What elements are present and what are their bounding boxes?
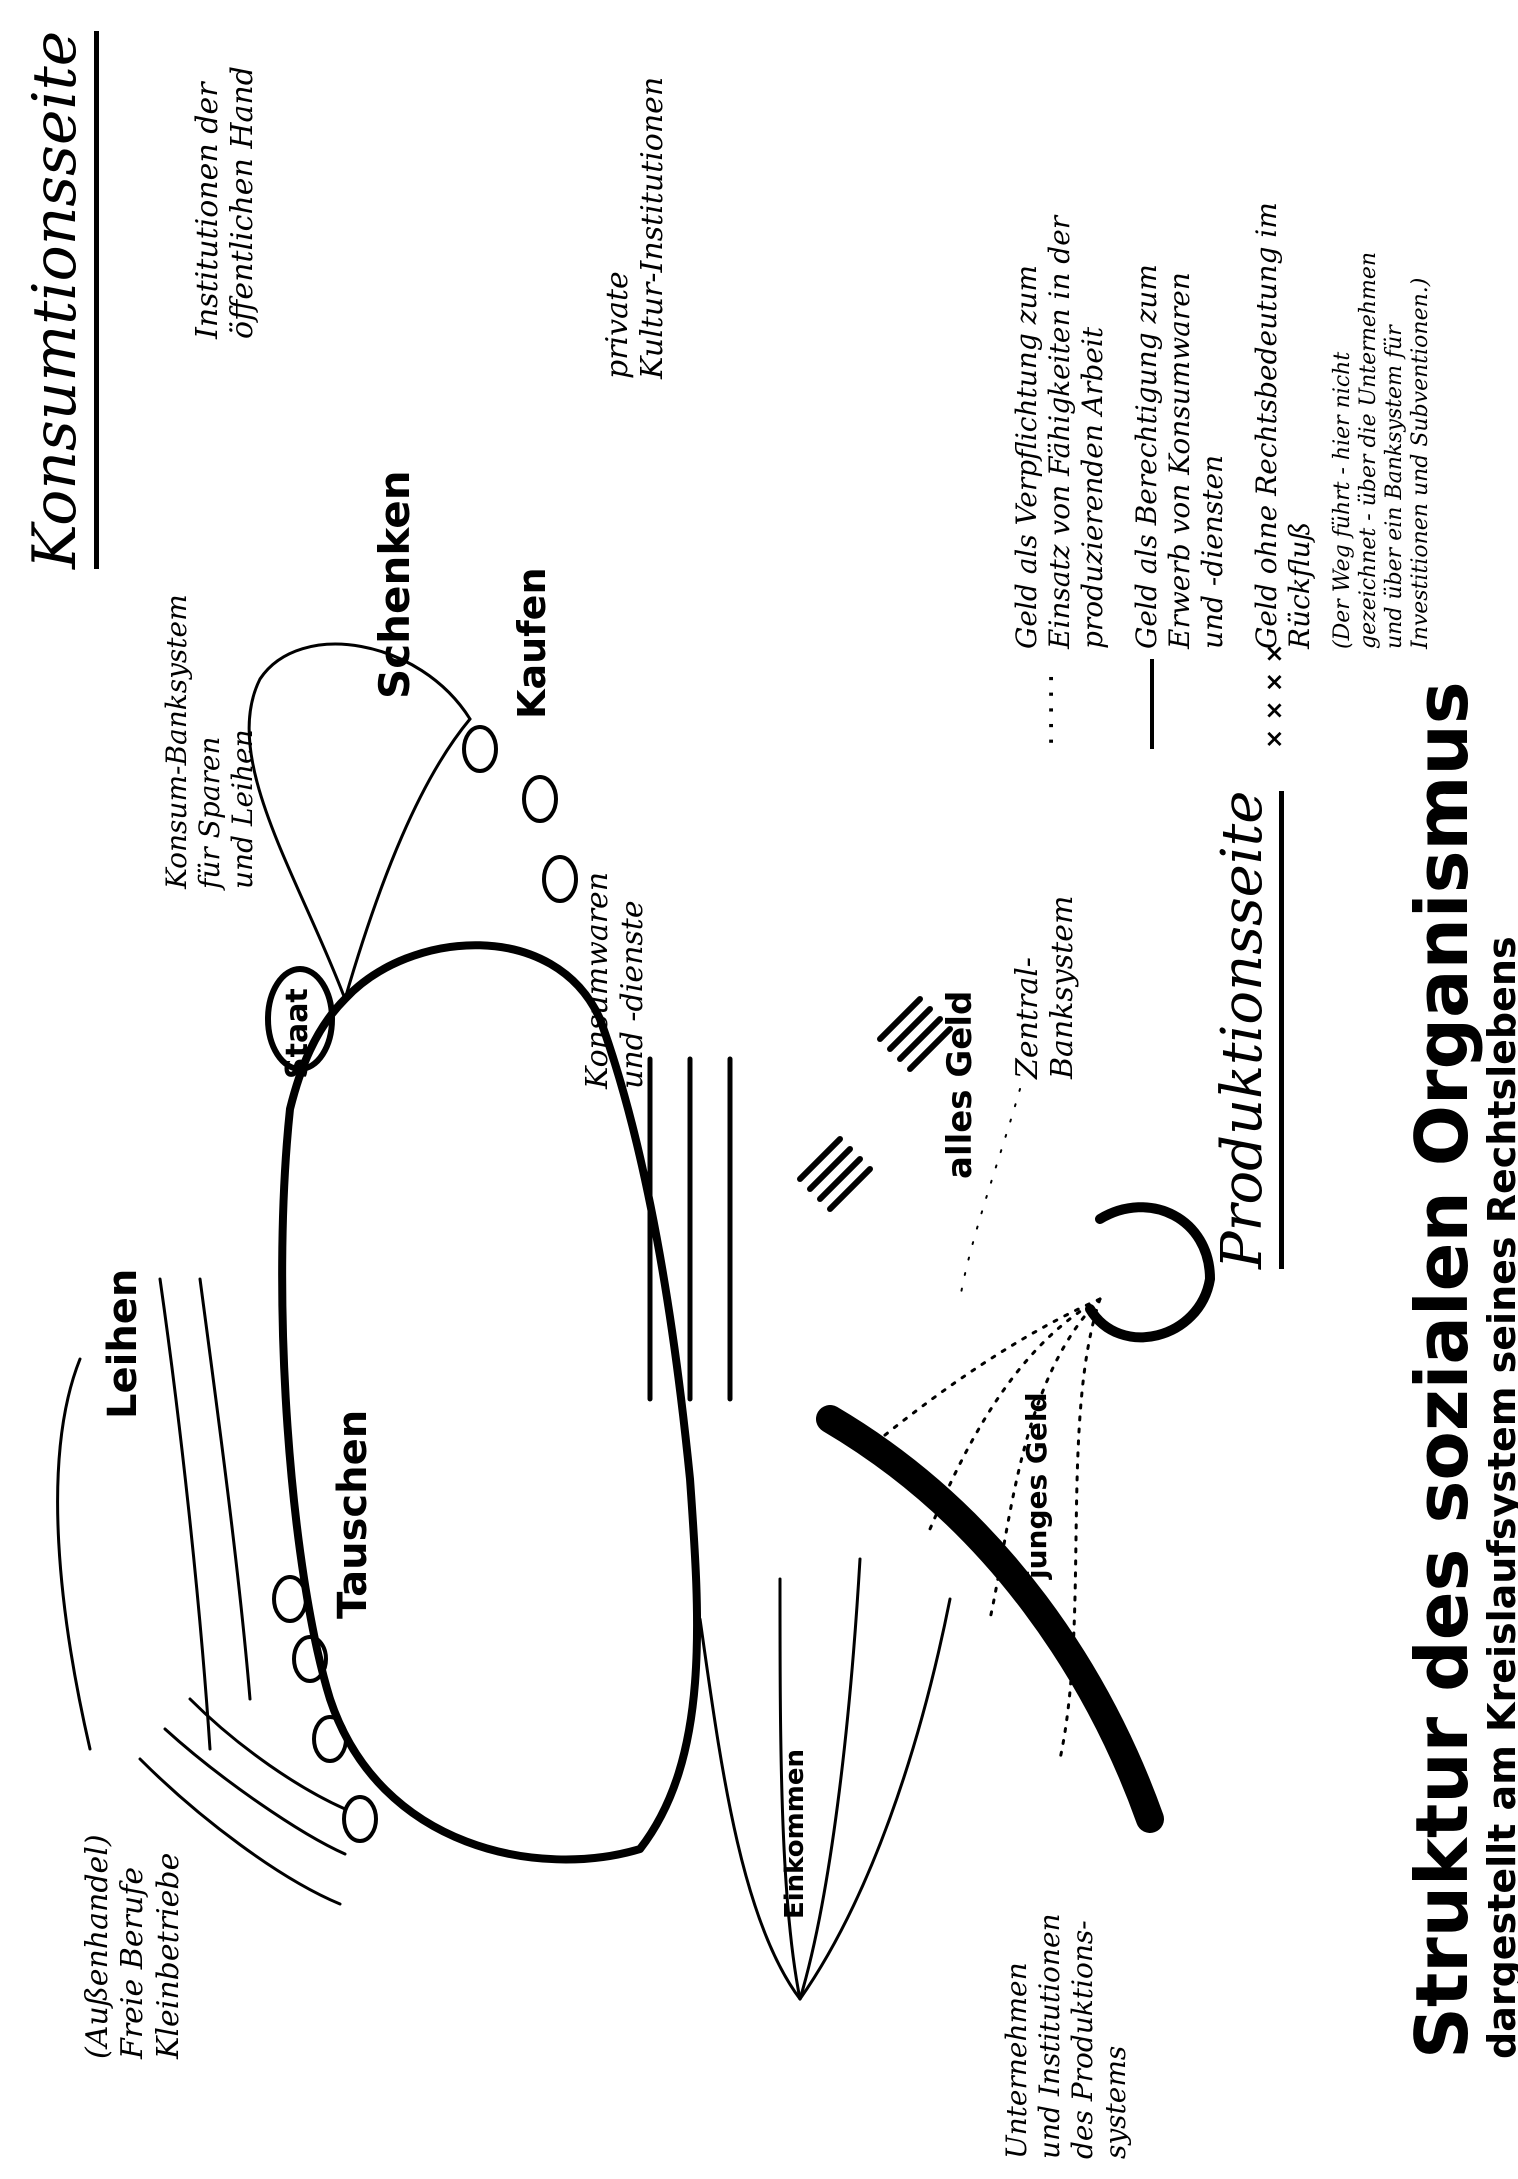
label-staat: Staat xyxy=(280,988,315,1079)
page-subtitle: dargestellt am Kreislaufsystem seines Re… xyxy=(1480,936,1518,2059)
institution-oval xyxy=(524,777,556,821)
fan-line xyxy=(200,1279,250,1699)
label-tauschen: Tauschen xyxy=(330,1410,377,1619)
annotation-private-culture: private Kultur-Institutionen xyxy=(600,77,671,379)
annotation-small-business: (Außenhandel) Freie Berufe Kleinbetriebe xyxy=(80,1834,186,2059)
business-oval xyxy=(274,1577,306,1621)
institution-oval xyxy=(464,727,496,771)
leihen-arc xyxy=(58,1359,90,1749)
annotation-consumer-bank: Konsum-Banksystem für Sparen und Leihen xyxy=(160,594,259,889)
annotation-central-bank: Zentral- Banksystem xyxy=(1010,896,1081,1079)
production-side-heading: Produktionsseite xyxy=(1210,791,1276,1269)
page-title: Struktur des sozialen Organismus xyxy=(1400,681,1485,2059)
business-oval xyxy=(344,1797,376,1841)
fan-line xyxy=(165,1729,345,1854)
consumption-side-heading: Konsumtionsseite xyxy=(20,31,91,569)
label-alles-geld: alles Geld xyxy=(940,991,980,1179)
label-leihen: Leihen xyxy=(100,1269,147,1419)
label-kaufen: Kaufen xyxy=(510,568,555,720)
central-bank-ring xyxy=(1090,1207,1210,1337)
segmented-arc xyxy=(830,1419,1150,1819)
annotation-consumer-goods: Konsumwaren und -dienste xyxy=(580,872,651,1089)
goods-arrows xyxy=(650,1059,730,1399)
legend-solid-text: Geld als Berechtigung zum Erwerb von Kon… xyxy=(1130,264,1229,649)
label-schenken: Schenken xyxy=(370,470,420,699)
fan-line xyxy=(190,1699,345,1809)
legend-solid-symbol xyxy=(1150,659,1154,749)
legend-crosses-symbol: × × × × xyxy=(1260,643,1288,749)
legend-crosses-note: (Der Weg führt - hier nicht gezeichnet -… xyxy=(1330,252,1434,649)
income-fan xyxy=(700,1559,950,1999)
label-junges-geld: junges Geld xyxy=(1020,1392,1053,1579)
label-einkommen: Einkommen xyxy=(780,1749,811,1919)
annotation-enterprises: Unternehmen und Institutionen des Produk… xyxy=(1000,1913,1132,2159)
legend-dotted-symbol: ..... xyxy=(1030,671,1061,749)
fan-line xyxy=(160,1279,210,1749)
annotation-public-hand: Institutionen der öffentlichen Hand xyxy=(190,66,261,339)
institution-oval xyxy=(544,857,576,901)
hatch-marks xyxy=(800,999,950,1209)
legend-crosses-text: Geld ohne Rechtsbedeutung im Rückfluß xyxy=(1250,202,1316,649)
legend-dotted-text: Geld als Verpflichtung zum Einsatz von F… xyxy=(1010,216,1109,649)
business-oval xyxy=(314,1717,346,1761)
